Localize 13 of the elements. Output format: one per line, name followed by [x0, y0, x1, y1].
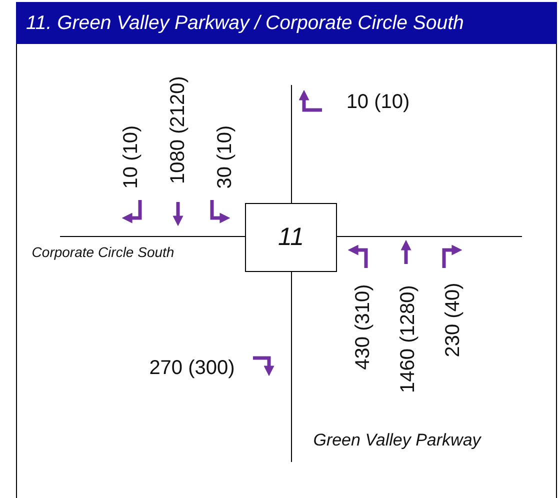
volume-label: 1080 (2120) — [168, 76, 188, 184]
volume-label: 1460 (1280) — [398, 285, 418, 393]
volume-label: 30 (10) — [215, 125, 235, 189]
street-name: Green Valley Parkway — [313, 432, 481, 448]
street-name: Corporate Circle South — [32, 245, 174, 259]
volume-label: 230 (40) — [443, 282, 463, 358]
volume-label: 270 (300) — [149, 358, 235, 378]
volume-label: 10 (10) — [121, 125, 141, 189]
title-bar: 11. Green Valley Parkway / Corporate Circle South — [16, 2, 557, 44]
intersection-box — [245, 203, 337, 272]
volume-label: 10 (10) — [346, 92, 410, 112]
intersection-number: 11 — [278, 223, 304, 252]
volume-label: 430 (310) — [353, 284, 373, 370]
